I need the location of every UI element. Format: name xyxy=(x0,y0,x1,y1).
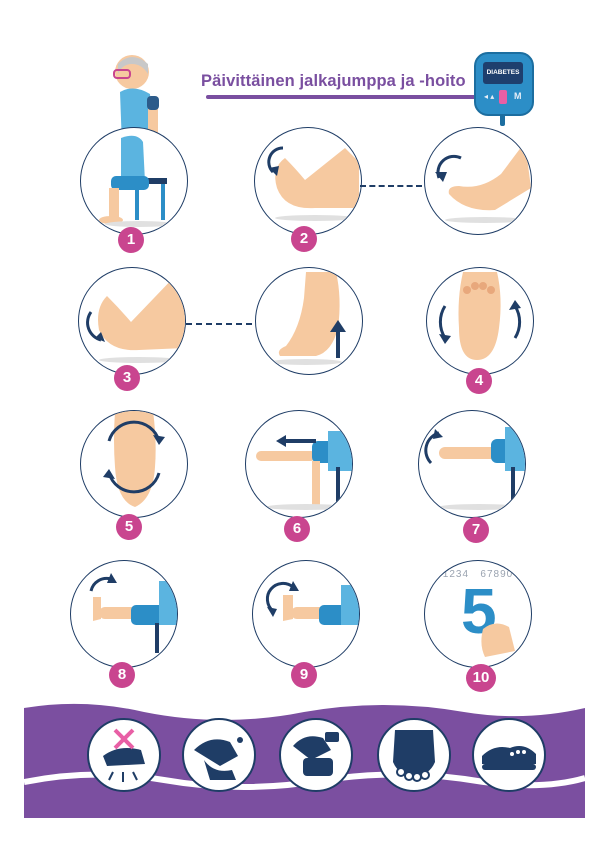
exercise-circle xyxy=(424,127,532,235)
connector-dashed-line xyxy=(186,323,252,325)
leg-extend-icon xyxy=(256,431,352,510)
tiptoe-icon xyxy=(270,272,346,365)
exercise-number-badge: 6 xyxy=(284,516,310,542)
title-underline xyxy=(206,95,488,99)
footcare-circle xyxy=(377,718,451,792)
dry-feet-icon xyxy=(293,732,339,776)
page-title: Päivittäinen jalkajumppa ja -hoito xyxy=(201,72,466,90)
test-strip-icon xyxy=(499,90,507,104)
ankle-circle-icon xyxy=(265,581,359,625)
exercise-circle: 1234 67890 5 xyxy=(424,560,532,668)
exercise-number-badge: 9 xyxy=(291,662,317,688)
meter-screen-label: DIABETES xyxy=(483,62,523,84)
footcare-circle xyxy=(472,718,546,792)
exercise-number-badge: 1 xyxy=(118,227,144,253)
exercise-circle xyxy=(252,560,360,668)
foot-flex-up-icon xyxy=(267,146,359,221)
footcare-circle xyxy=(182,718,256,792)
footcare-circle xyxy=(87,718,161,792)
meter-arrow-buttons: ◂ ▴ xyxy=(484,92,495,101)
exercise-number-badge: 2 xyxy=(291,226,317,252)
connector-dashed-line xyxy=(360,185,422,187)
exercise-circle xyxy=(255,267,363,375)
foot-point-down-icon xyxy=(435,142,531,223)
exercise-circle xyxy=(426,267,534,375)
leg-raise-icon xyxy=(89,573,177,653)
exercise-number-badge: 10 xyxy=(466,664,496,692)
meter-cable xyxy=(500,114,505,126)
exercise-circle xyxy=(70,560,178,668)
wash-feet-icon xyxy=(194,737,243,780)
toe-writing-digits: 1234 67890 xyxy=(442,569,514,580)
glucose-meter-icon: DIABETES ◂ ▴ M xyxy=(474,52,534,126)
leg-lift-icon xyxy=(424,427,525,510)
meter-m-button: M xyxy=(514,91,522,101)
exercise-number-badge: 4 xyxy=(466,368,492,394)
exercise-circle xyxy=(80,410,188,518)
heel-rotation-icon xyxy=(103,411,165,507)
exercise-circle xyxy=(80,127,188,235)
exercise-circle xyxy=(418,410,526,518)
exercise-circle xyxy=(245,410,353,518)
footcare-circle xyxy=(279,718,353,792)
toe-writing-numbers-icon xyxy=(481,623,515,657)
proper-shoes-icon xyxy=(482,746,536,770)
exercise-number-badge: 3 xyxy=(114,365,140,391)
no-barefoot-icon xyxy=(103,728,145,782)
exercise-number-badge: 7 xyxy=(463,517,489,543)
exercise-number-badge: 8 xyxy=(109,662,135,688)
exercise-circle xyxy=(254,127,362,235)
foot-flex-icon xyxy=(86,274,185,363)
sole-rotation-icon xyxy=(438,272,522,360)
check-toes-icon xyxy=(393,730,435,782)
exercise-number-badge: 5 xyxy=(116,514,142,540)
exercise-circle xyxy=(78,267,186,375)
seated-man-icon xyxy=(99,135,173,227)
